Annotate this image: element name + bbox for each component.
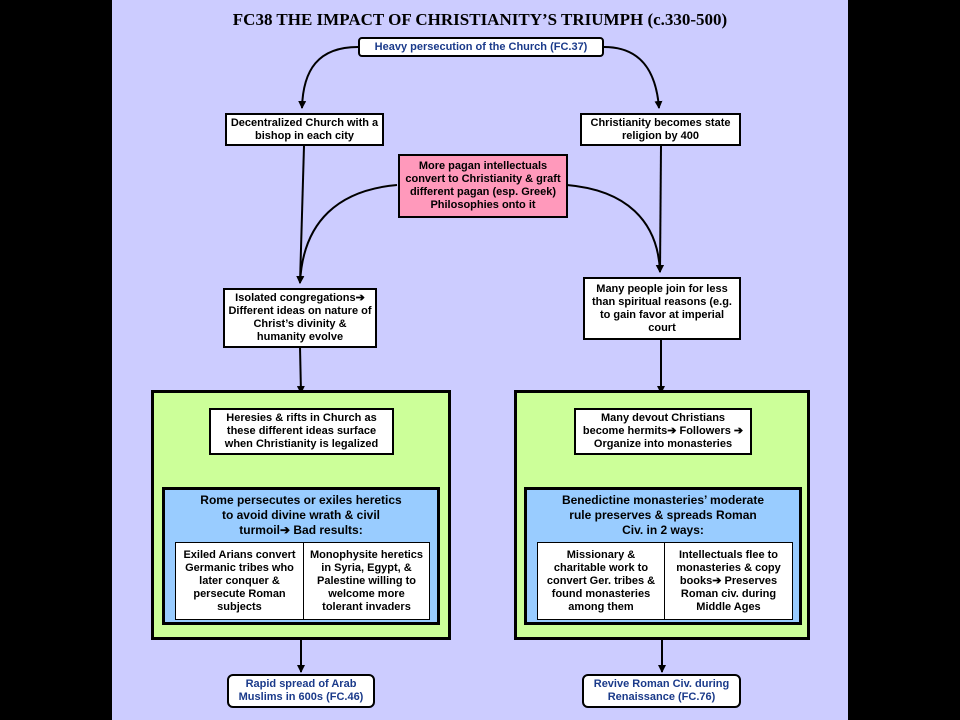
monophysite-box: Monophysite heretics in Syria, Egypt, & … [303, 542, 430, 620]
pagan-intellectuals-box: More pagan intellectuals convert to Chri… [398, 154, 568, 218]
arrow-top-to-left [298, 46, 359, 109]
intellectuals-flee-box: Intellectuals flee to monasteries & copy… [664, 542, 793, 620]
arrow-decentralized-to-isolated [296, 145, 305, 284]
arrow-center-to-many [566, 184, 664, 273]
many-join-box: Many people join for less than spiritual… [583, 277, 741, 340]
isolated-congregations-box: Isolated congregations➔ Different ideas … [223, 288, 377, 348]
heavy-persecution-box: Heavy persecution of the Church (FC.37) [358, 37, 604, 57]
heresies-box: Heresies & rifts in Church as these diff… [209, 408, 394, 455]
arab-muslims-box: Rapid spread of Arab Muslims in 600s (FC… [227, 674, 375, 708]
revive-roman-box: Revive Roman Civ. during Renaissance (FC… [582, 674, 741, 708]
rome-persecutes-title: Rome persecutes or exiles heretics to av… [200, 493, 402, 537]
arrow-state-to-many [656, 145, 665, 273]
hermits-box: Many devout Christians become hermits➔ F… [574, 408, 752, 455]
missionary-box: Missionary & charitable work to convert … [537, 542, 665, 620]
arrow-center-to-isolated [296, 184, 398, 284]
benedictine-title: Benedictine monasteries’ moderate rule p… [561, 493, 765, 537]
state-religion-box: Christianity becomes state religion by 4… [580, 113, 741, 146]
page-title: FC38 THE IMPACT OF CHRISTIANITY’S TRIUMP… [232, 10, 728, 29]
arrow-isolated-to-panel [296, 346, 305, 394]
exiled-arians-box: Exiled Arians convert Germanic tribes wh… [175, 542, 304, 620]
arrow-top-to-right [603, 46, 663, 109]
decentralized-church-box: Decentralized Church with a bishop in ea… [225, 113, 384, 146]
